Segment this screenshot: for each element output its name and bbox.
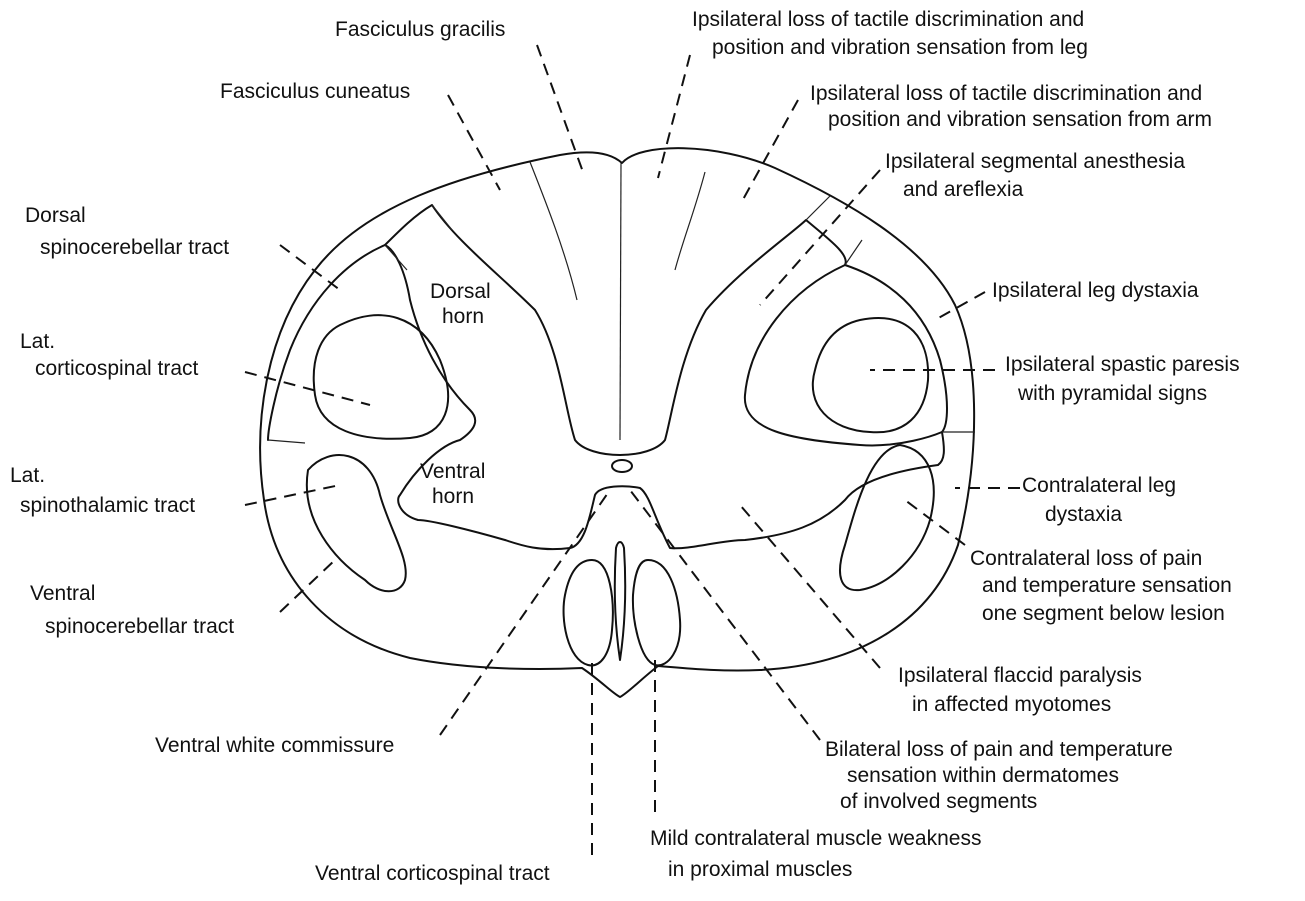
label-dorsal-horn-2: horn (442, 305, 484, 328)
right-dorsal-spinocerebellar-boundary (844, 264, 948, 433)
leader-lat-spinothalamic (244, 484, 341, 506)
right-band-divider-mid (844, 239, 863, 266)
label-spastic-paresis-1: Ipsilateral spastic paresis (1005, 353, 1240, 376)
anterior-median-fissure (613, 541, 627, 661)
label-fasciculus-gracilis: Fasciculus gracilis (335, 18, 505, 41)
leader-loss-leg (657, 54, 691, 179)
leader-segmental-anesthesia (759, 169, 881, 306)
left-dorsal-spinocerebellar-boundary (267, 244, 386, 441)
leader-contra-pain-loss (904, 499, 966, 546)
label-ventral-horn-1: Ventral (420, 460, 485, 483)
label-dorsal-horn-1: Dorsal (430, 280, 491, 303)
label-contra-pain-loss-3: one segment below lesion (982, 602, 1225, 625)
label-dorsal-spinocerebellar-1: Dorsal (25, 204, 86, 227)
leader-lat-corticospinal (244, 371, 371, 406)
right-band-divider-top (805, 195, 831, 221)
label-leg-dystaxia: Ipsilateral leg dystaxia (992, 279, 1199, 302)
label-lat-corticospinal-1: Lat. (20, 330, 55, 353)
label-lat-spinothalamic-2: spinothalamic tract (20, 494, 195, 517)
grey-matter-boundary (384, 204, 945, 551)
label-fasciculus-cuneatus: Fasciculus cuneatus (220, 80, 410, 103)
label-dorsal-spinocerebellar-2: spinocerebellar tract (40, 236, 229, 259)
label-loss-arm-2: position and vibration sensation from ar… (828, 108, 1212, 131)
label-contra-pain-loss-2: and temperature sensation (982, 574, 1232, 597)
label-mild-weakness-1: Mild contralateral muscle weakness (650, 827, 981, 850)
spinal-cord-cross-section (259, 147, 976, 698)
label-flaccid-paralysis-2: in affected myotomes (912, 693, 1111, 716)
leader-bilateral-loss (629, 489, 821, 741)
leader-dorsal-spinocerebellar (279, 244, 341, 291)
label-ventral-horn-2: horn (432, 485, 474, 508)
right-ventral-corticospinal-area (631, 559, 682, 667)
left-band-divider-mid (384, 244, 408, 271)
leader-ventral-spinocerebellar (279, 559, 336, 613)
right-lateral-corticospinal-area (811, 317, 930, 434)
left-ventral-corticospinal-area (562, 559, 614, 667)
label-loss-arm-1: Ipsilateral loss of tactile discriminati… (810, 82, 1202, 105)
label-contra-leg-dystaxia-2: dystaxia (1045, 503, 1122, 526)
label-segmental-anesthesia-1: Ipsilateral segmental anesthesia (885, 150, 1185, 173)
left-band-divider-low (267, 439, 306, 444)
label-contra-leg-dystaxia-1: Contralateral leg (1022, 474, 1176, 497)
central-canal (611, 459, 633, 473)
cord-outline (259, 147, 976, 698)
label-segmental-anesthesia-2: and areflexia (903, 178, 1024, 201)
left-band-divider-top (431, 204, 453, 231)
leader-ventral-white-commissure (439, 489, 611, 736)
left-intermediate-septum (529, 161, 578, 301)
right-intermediate-septum (674, 171, 706, 271)
right-spinothalamic-area (839, 444, 935, 592)
label-ventral-spinocerebellar-1: Ventral (30, 582, 95, 605)
leader-lines (244, 44, 1020, 858)
leader-loss-arm (739, 99, 799, 206)
leader-leg-dystaxia (934, 291, 986, 321)
label-loss-leg-1: Ipsilateral loss of tactile discriminati… (692, 8, 1084, 31)
label-mild-weakness-2: in proximal muscles (668, 858, 852, 881)
labels: Fasciculus gracilis Fasciculus cuneatus … (10, 8, 1240, 885)
label-flaccid-paralysis-1: Ipsilateral flaccid paralysis (898, 664, 1142, 687)
label-contra-pain-loss-1: Contralateral loss of pain (970, 547, 1202, 570)
leader-fasciculus-cuneatus (447, 94, 501, 191)
label-bilateral-loss-3: of involved segments (840, 790, 1037, 813)
left-spinothalamic-area (305, 454, 407, 593)
label-ventral-white-commissure: Ventral white commissure (155, 734, 394, 757)
label-loss-leg-2: position and vibration sensation from le… (712, 36, 1088, 59)
posterior-median-septum (619, 162, 622, 441)
leader-flaccid-paralysis (739, 504, 881, 669)
label-spastic-paresis-2: with pyramidal signs (1017, 382, 1207, 405)
label-ventral-corticospinal: Ventral corticospinal tract (315, 862, 550, 885)
leader-fasciculus-gracilis (536, 44, 584, 173)
label-lat-spinothalamic-1: Lat. (10, 464, 45, 487)
label-lat-corticospinal-2: corticospinal tract (35, 357, 199, 380)
label-bilateral-loss-2: sensation within dermatomes (847, 764, 1119, 787)
left-lateral-corticospinal-area (312, 314, 449, 440)
label-ventral-spinocerebellar-2: spinocerebellar tract (45, 615, 234, 638)
label-bilateral-loss-1: Bilateral loss of pain and temperature (825, 738, 1173, 761)
